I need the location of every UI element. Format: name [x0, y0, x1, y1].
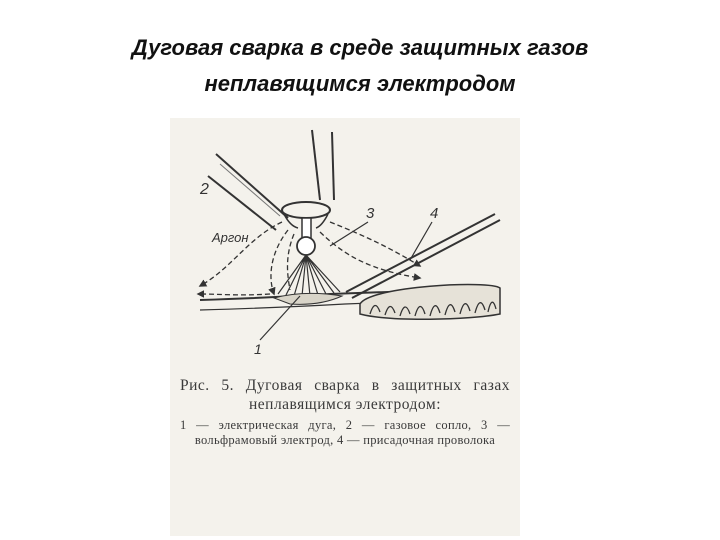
figure-caption: Рис. 5. Дуговая сварка в защитных газах … — [180, 376, 510, 448]
label-arc: 1 — [254, 341, 262, 357]
label-filler-wire: 4 — [430, 205, 438, 222]
slide-title: Дуговая сварка в среде защитных газов не… — [0, 30, 720, 102]
caption-heading: Рис. 5. Дуговая сварка в защитных газах … — [180, 377, 510, 413]
filler-wire — [345, 213, 501, 299]
label-electrode: 3 — [366, 205, 375, 222]
weld-bead — [359, 283, 501, 320]
argon-flow — [196, 221, 422, 298]
caption-legend: 1 — электрическая дуга, 2 — газовое сопл… — [180, 418, 510, 447]
slide-title-line-2: неплавящимся электродом — [204, 71, 516, 96]
label-argon: Аргон — [211, 230, 249, 245]
leader-lines — [259, 221, 433, 341]
gas-nozzle — [207, 129, 335, 231]
welding-diagram: 2 3 4 1 Аргон — [196, 129, 501, 357]
tungsten-electrode — [296, 217, 316, 256]
label-nozzle: 2 — [199, 181, 209, 198]
electric-arc — [272, 254, 344, 305]
slide-title-line-1: Дуговая сварка в среде защитных газов — [131, 35, 589, 60]
welding-figure: 2 3 4 1 Аргон Рис. 5. Дуговая сварка в з… — [170, 118, 520, 536]
